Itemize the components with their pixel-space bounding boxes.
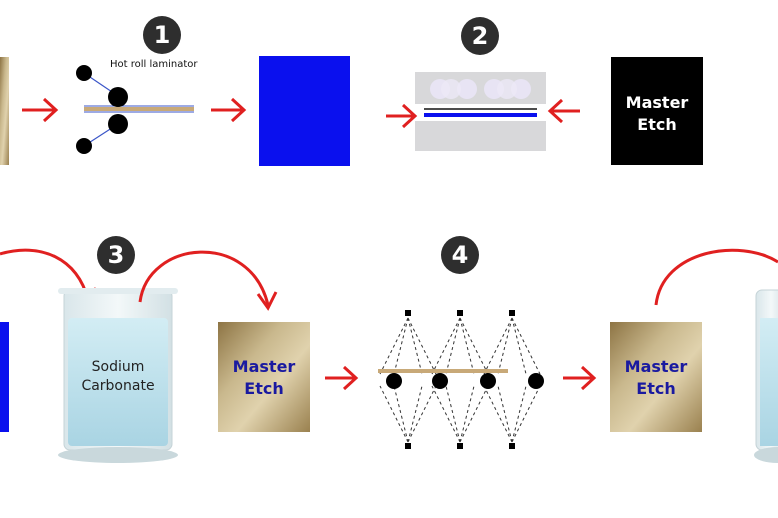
roller-icon bbox=[76, 65, 92, 81]
etched-board-label: Master Etch bbox=[610, 356, 702, 400]
arrow-right-icon bbox=[325, 365, 359, 391]
developed-label-line1: Master bbox=[232, 357, 296, 376]
beaker bbox=[754, 289, 778, 463]
laminator-label: Hot roll laminator bbox=[110, 59, 198, 70]
beaker-label: Sodium Carbonate bbox=[64, 358, 172, 396]
step-3-badge: 3 bbox=[97, 236, 135, 274]
exposure-unit bbox=[415, 72, 546, 151]
laminated-board bbox=[259, 56, 350, 166]
artwork-film bbox=[611, 57, 703, 165]
step-1-badge: 1 bbox=[143, 16, 181, 54]
curved-arrow-icon bbox=[0, 248, 90, 301]
etched-board bbox=[610, 322, 702, 432]
spray-nozzle-icon bbox=[405, 310, 515, 449]
etched-label-line1: Master bbox=[624, 357, 688, 376]
arrow-right-icon bbox=[211, 97, 247, 123]
spray-etcher bbox=[379, 317, 541, 443]
arrow-right-icon bbox=[22, 97, 59, 123]
beaker-label-line2: Carbonate bbox=[81, 378, 155, 394]
developed-label-line2: Etch bbox=[244, 379, 284, 398]
arrow-right-icon bbox=[563, 365, 597, 391]
beaker bbox=[58, 288, 178, 463]
curved-arrow-icon bbox=[138, 250, 270, 306]
etched-label-line2: Etch bbox=[636, 379, 676, 398]
curved-arrow-icon bbox=[654, 248, 778, 306]
roller-icon bbox=[528, 373, 544, 389]
artwork-label-line2: Etch bbox=[637, 115, 677, 134]
roller-icon bbox=[480, 373, 496, 389]
step-2-badge: 2 bbox=[461, 17, 499, 55]
roller-icon bbox=[108, 87, 128, 107]
roller-icon bbox=[386, 373, 402, 389]
roller-icon bbox=[432, 373, 448, 389]
artwork-label-line1: Master bbox=[625, 93, 689, 112]
arrow-right-icon bbox=[386, 103, 418, 129]
laminated-board bbox=[0, 322, 9, 432]
beaker-label-line1: Sodium bbox=[91, 359, 145, 375]
arrow-left-icon bbox=[547, 98, 580, 124]
roller-icon bbox=[76, 138, 92, 154]
brass-board bbox=[0, 57, 9, 165]
artwork-label: Master Etch bbox=[611, 92, 703, 136]
developed-board bbox=[218, 322, 310, 432]
board-in-etcher bbox=[378, 369, 508, 373]
roller-icon bbox=[108, 114, 128, 134]
developed-board-label: Master Etch bbox=[218, 356, 310, 400]
step-4-badge: 4 bbox=[441, 236, 479, 274]
hot-roll-laminator bbox=[76, 65, 194, 154]
